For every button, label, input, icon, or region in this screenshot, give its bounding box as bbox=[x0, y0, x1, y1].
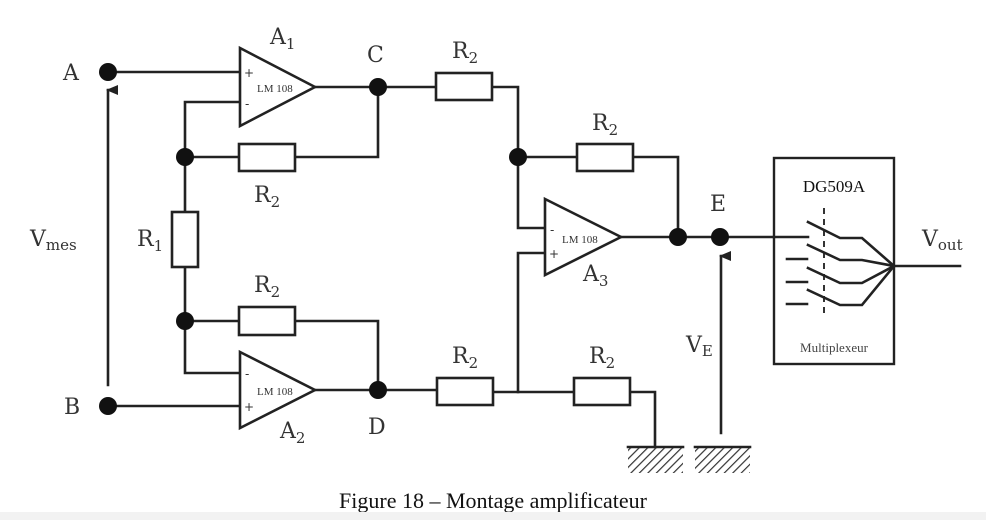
node-a2-minus-junction bbox=[176, 312, 194, 330]
resistor-r2-c-input bbox=[434, 71, 494, 102]
opamp-a2-model: LM 108 bbox=[257, 386, 293, 398]
opamp-a1-plus: + bbox=[244, 66, 254, 80]
node-a bbox=[99, 63, 117, 81]
opamp-a2-triangle bbox=[238, 349, 318, 431]
resistor-r2-a3-feedback bbox=[575, 142, 635, 173]
node-c bbox=[369, 78, 387, 96]
resistor-r1 bbox=[170, 210, 200, 269]
resistor-r2-a1-feedback bbox=[237, 142, 297, 173]
node-a3-output bbox=[669, 228, 687, 246]
wire-a3-plus bbox=[516, 251, 547, 394]
opamp-a1-model: LM 108 bbox=[257, 83, 293, 95]
node-e bbox=[711, 228, 729, 246]
label-e: E bbox=[710, 192, 726, 217]
mux-switch-1 bbox=[806, 220, 896, 268]
label-r2-c-input: R2 bbox=[452, 39, 478, 67]
wire-d-feedback bbox=[293, 319, 380, 392]
opamp-a3-model: LM 108 bbox=[562, 234, 598, 246]
multiplexer-switches bbox=[772, 220, 896, 307]
label-a3: A3 bbox=[582, 262, 608, 290]
label-a: A bbox=[62, 61, 80, 86]
opamp-a1-minus: - bbox=[245, 97, 249, 111]
label-r1: R1 bbox=[137, 227, 163, 255]
label-vmes: Vmes bbox=[29, 227, 77, 254]
label-r2-a1-feedback: R2 bbox=[254, 183, 280, 211]
wire-c-feedback bbox=[293, 85, 380, 159]
mux-switch-4 bbox=[806, 264, 896, 307]
ground-1-hatch bbox=[628, 448, 683, 473]
label-vout: Vout bbox=[921, 227, 963, 254]
opamp-a3-triangle bbox=[543, 196, 624, 278]
label-a1: A1 bbox=[269, 25, 295, 53]
label-c: C bbox=[367, 43, 384, 68]
opamp-a1-triangle bbox=[238, 45, 318, 129]
node-a3-minus-junction bbox=[509, 148, 527, 166]
resistor-r2-a2-feedback bbox=[237, 305, 297, 337]
labels: A B C D E A1 A2 A3 Vmes VE Vout R1 R2 R2… bbox=[29, 25, 963, 447]
node-d bbox=[369, 381, 387, 399]
node-a1-minus-junction bbox=[176, 148, 194, 166]
opamp-a3: - + LM 108 bbox=[543, 196, 624, 278]
label-a2: A2 bbox=[279, 419, 305, 447]
resistor-r2-d-input bbox=[435, 376, 495, 407]
label-r2-a2-feedback: R2 bbox=[254, 273, 280, 301]
resistors bbox=[170, 71, 635, 407]
page-footer-strip bbox=[0, 512, 986, 520]
node-b bbox=[99, 397, 117, 415]
wire-a3-feedback-right bbox=[631, 155, 680, 239]
grounds bbox=[626, 445, 752, 473]
ground-2-hatch bbox=[695, 448, 750, 473]
opamp-a3-minus: - bbox=[550, 223, 554, 237]
wire-r2-to-ground bbox=[628, 390, 657, 449]
wire-a1-minus bbox=[183, 100, 242, 159]
label-r2-d-input: R2 bbox=[452, 344, 478, 372]
opamp-a3-plus: + bbox=[549, 247, 559, 261]
label-ve: VE bbox=[685, 333, 713, 360]
resistor-r2-ground bbox=[572, 376, 632, 407]
label-r2-ground: R2 bbox=[589, 344, 615, 372]
opamp-a2: - + LM 108 bbox=[238, 349, 318, 431]
opamp-a1: + - LM 108 bbox=[238, 45, 318, 129]
figure-caption: Figure 18 – Montage amplificateur bbox=[339, 488, 647, 513]
multiplexer-model: DG509A bbox=[803, 177, 866, 196]
junction-nodes bbox=[99, 63, 729, 415]
mux-switch-2 bbox=[806, 243, 896, 268]
multiplexer: DG509A Multiplexeur bbox=[772, 156, 896, 366]
wire-a2-minus bbox=[183, 319, 242, 375]
opamp-a2-minus: - bbox=[245, 367, 249, 381]
label-r2-a3-feedback: R2 bbox=[592, 111, 618, 139]
label-d: D bbox=[368, 415, 386, 440]
opamp-a2-plus: + bbox=[244, 400, 254, 414]
multiplexer-label: Multiplexeur bbox=[800, 340, 869, 355]
mux-switch-3 bbox=[806, 264, 896, 285]
label-b: B bbox=[64, 395, 80, 420]
